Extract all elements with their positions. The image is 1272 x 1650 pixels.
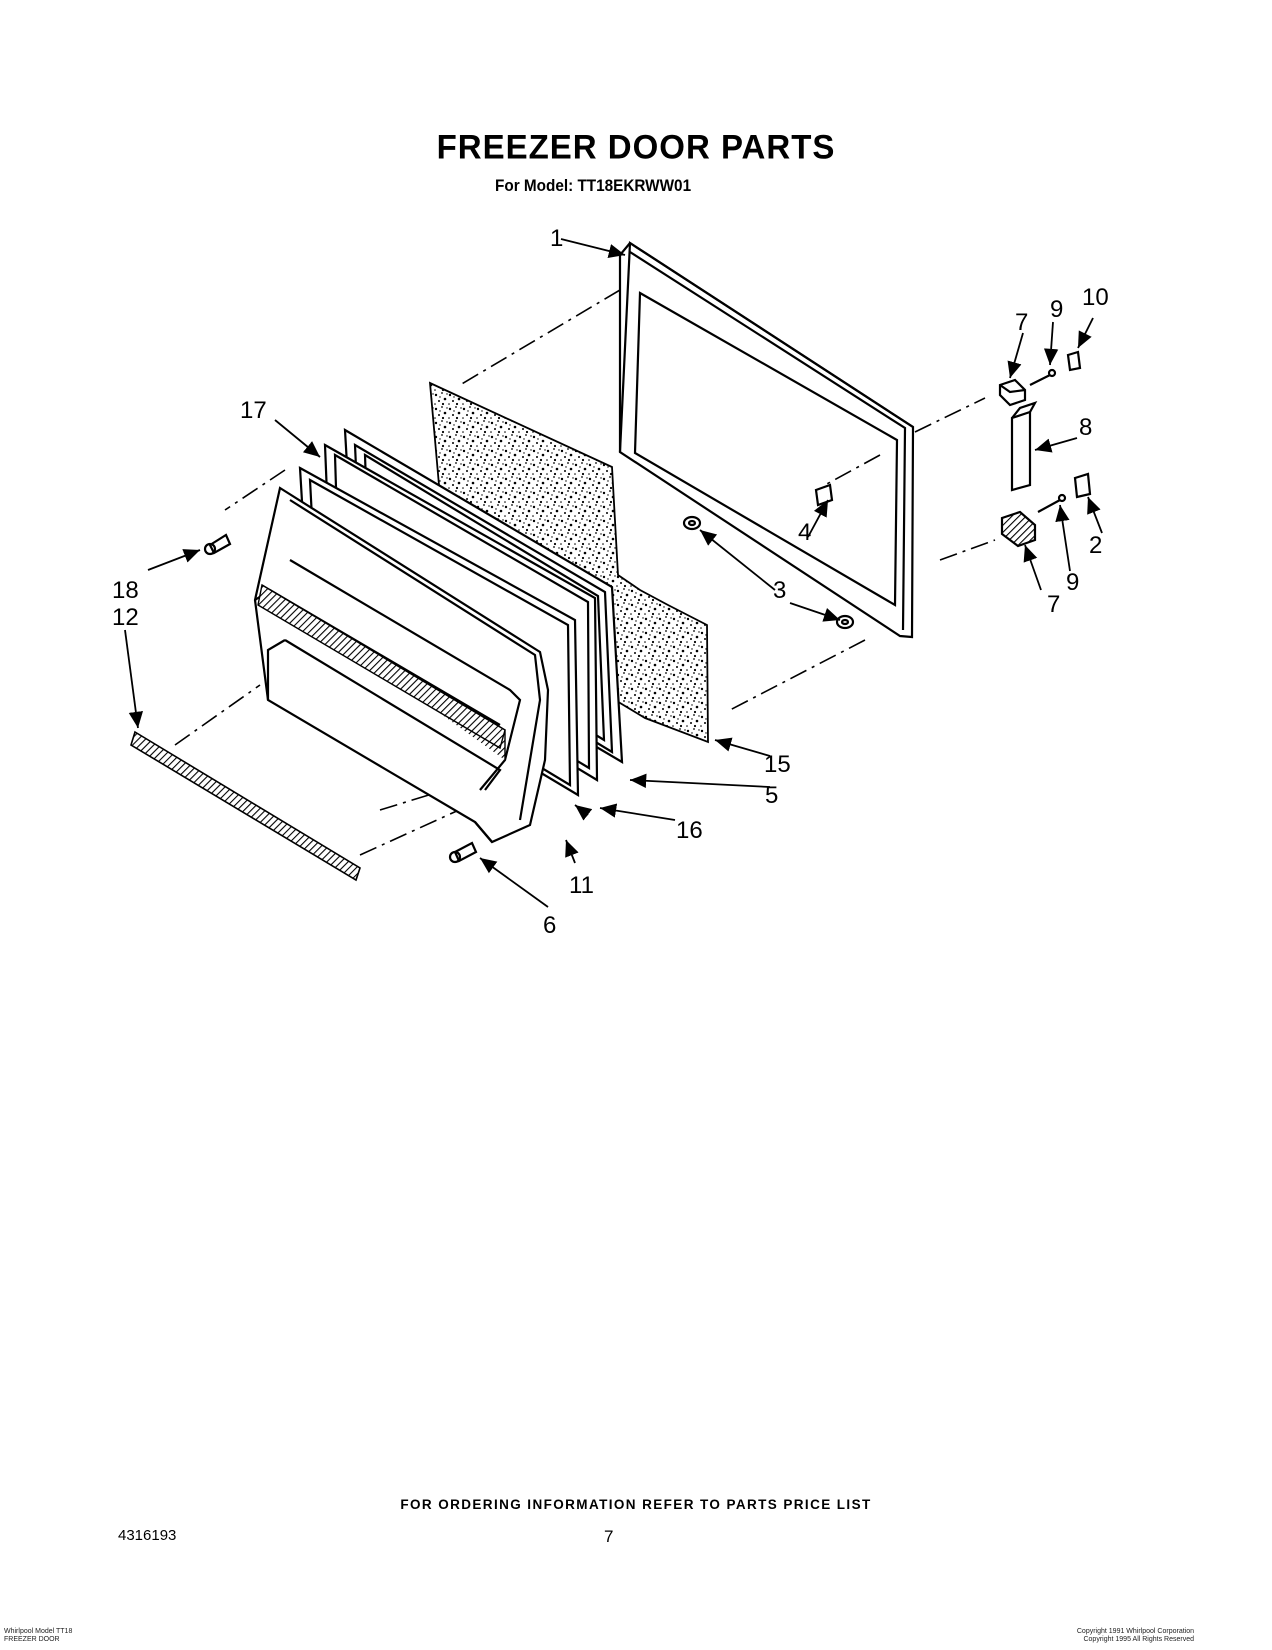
callout-1: 1 xyxy=(550,225,563,252)
callout-8: 8 xyxy=(1079,414,1092,441)
screw-18 xyxy=(203,533,232,556)
hinge-screw-upper xyxy=(1029,368,1057,386)
hinge-cap-upper xyxy=(1066,350,1082,372)
callout-16: 16 xyxy=(676,817,703,844)
callout-11: 11 xyxy=(569,872,594,899)
callout-10: 10 xyxy=(1082,284,1109,311)
document-number: 4316193 xyxy=(118,1527,177,1544)
callout-17: 17 xyxy=(240,397,267,424)
callout-18: 18 xyxy=(112,577,139,604)
callout-4: 4 xyxy=(798,519,811,546)
fine-left-line2: FREEZER DOOR xyxy=(4,1636,60,1643)
callout-2: 2 xyxy=(1089,532,1102,559)
hinge-cap-lower xyxy=(1073,472,1092,499)
hinge-screw-lower xyxy=(1037,493,1067,513)
model-subtitle: For Model: TT18EKRWW01 xyxy=(495,176,692,195)
callout-9a: 9 xyxy=(1050,296,1063,323)
hinge-upper xyxy=(998,378,1027,407)
fine-print-right: Copyright 1991 Whirlpool Corporation Cop… xyxy=(990,1628,1194,1644)
callout-3b: 3 xyxy=(773,577,786,604)
callout-12: 12 xyxy=(112,604,139,631)
alignment-lines xyxy=(174,289,996,856)
leader-arrows xyxy=(124,238,1103,908)
callout-15: 15 xyxy=(764,751,791,778)
fine-left-line1: Whirlpool Model TT18 xyxy=(4,1628,73,1635)
callout-9b: 9 xyxy=(1066,569,1079,596)
hinge-lower xyxy=(1000,510,1037,548)
door-outer-panel xyxy=(618,241,915,639)
diagram-title: FREEZER DOOR PARTS xyxy=(436,127,836,166)
fine-print-left: Whirlpool Model TT18 FREEZER DOOR xyxy=(4,1628,72,1644)
inner-door-shelf-assembly xyxy=(253,486,550,844)
hinge-bracket xyxy=(1010,401,1038,492)
screw-6 xyxy=(448,841,478,864)
page-number: 7 xyxy=(604,1527,614,1546)
callout-5: 5 xyxy=(765,782,778,809)
callout-6: 6 xyxy=(543,912,556,939)
callout-7a: 7 xyxy=(1015,309,1028,336)
callout-7b: 7 xyxy=(1047,591,1060,618)
door-stop-bumper xyxy=(682,515,855,630)
fine-right-line2: Copyright 1995 All Rights Reserved xyxy=(1083,1636,1194,1643)
shelf-strip xyxy=(130,730,361,882)
fine-right-line1: Copyright 1991 Whirlpool Corporation xyxy=(1076,1628,1194,1635)
ordering-note: FOR ORDERING INFORMATION REFER TO PARTS … xyxy=(400,1497,872,1512)
